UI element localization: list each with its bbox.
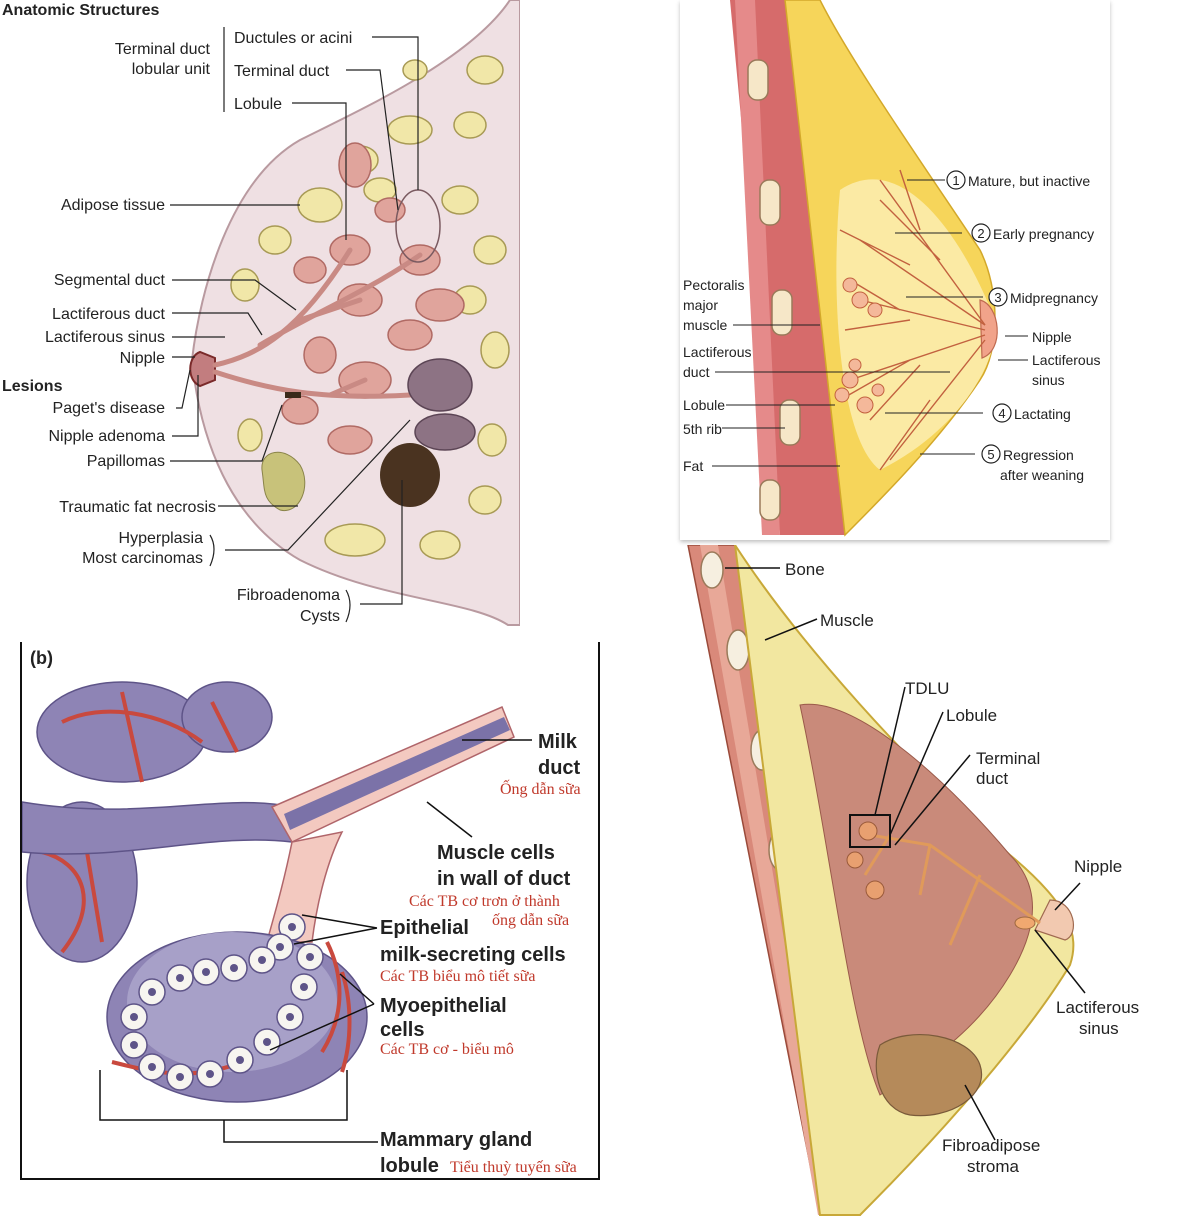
label-myo-1: Myoepithelial	[380, 995, 507, 1017]
label-terminal-duct: Terminal duct	[234, 63, 330, 80]
stage-3-number: 3	[994, 290, 1001, 305]
label-adipose: Adipose tissue	[61, 197, 165, 214]
anatomic-diagram: Anatomic Structures Terminal duct lobula…	[2, 0, 520, 626]
label-terminal-1: Terminal	[976, 749, 1040, 768]
label-pectoralis-1: Pectoralis	[683, 277, 744, 293]
label-lobule-br: Lobule	[946, 706, 997, 725]
label-hyperplasia: Hyperplasia	[119, 530, 204, 547]
label-stroma-2: stroma	[967, 1157, 1020, 1176]
panel-b-mammary-lobule: (b) Milk duct Ống dẫn sữa Muscle cells i…	[20, 642, 600, 1180]
stage-1-number: 1	[952, 173, 959, 188]
label-lobule-tr: Lobule	[683, 397, 725, 413]
label-nipple-adenoma: Nipple adenoma	[48, 428, 165, 445]
label-muscle-br: Muscle	[820, 611, 874, 630]
label-sinus-tr-2: sinus	[1032, 372, 1065, 388]
stage-1-label: Mature, but inactive	[968, 173, 1090, 189]
label-lobule-2: lobule	[380, 1155, 439, 1177]
lobule-diagram: (b) Milk duct Ống dẫn sữa Muscle cells i…	[22, 648, 581, 1177]
label-epithelial-2: milk-secreting cells	[380, 944, 566, 966]
panel-breast-section: Bone Muscle TDLU Lobule Terminal duct Ni…	[680, 545, 1180, 1220]
tdlu-label-line2: lobular unit	[132, 61, 211, 78]
development-diagram: 1 2 3 4 5 Mature, but inactive Early pre…	[680, 0, 1110, 540]
label-epithelial-1: Epithelial	[380, 917, 469, 939]
label-terminal-2: duct	[976, 769, 1008, 788]
label-nipple-tr: Nipple	[1032, 329, 1072, 345]
label-stroma-1: Fibroadipose	[942, 1136, 1040, 1155]
stage-5-label-line2: after weaning	[1000, 467, 1084, 483]
label-sinus-tr-1: Lactiferous	[1032, 352, 1100, 368]
label-5th-rib: 5th rib	[683, 421, 722, 437]
stage-2-label: Early pregnancy	[993, 226, 1094, 242]
label-lobule: Lobule	[234, 96, 282, 113]
stage-4-number: 4	[998, 406, 1005, 421]
stage-2-number: 2	[977, 226, 984, 241]
label-fibroadenoma: Fibroadenoma	[237, 587, 340, 604]
label-fat: Fat	[683, 458, 703, 474]
label-lobule-vi: Tiểu thuỳ tuyến sữa	[450, 1159, 577, 1176]
label-milk-duct-2: duct	[538, 757, 581, 779]
section-diagram: Bone Muscle TDLU Lobule Terminal duct Ni…	[687, 545, 1139, 1216]
label-pectoralis-3: muscle	[683, 317, 728, 333]
label-carcinomas: Most carcinomas	[82, 550, 203, 567]
label-muscle-vi-1: Các TB cơ trơn ở thành	[409, 893, 560, 910]
label-myo-2: cells	[380, 1019, 424, 1041]
panel-a-title: Anatomic Structures	[2, 2, 159, 19]
panel-b-tag: (b)	[30, 648, 53, 668]
label-fat-necrosis: Traumatic fat necrosis	[59, 499, 216, 516]
stage-5-label: Regression	[1003, 447, 1074, 463]
label-muscle-cells-1: Muscle cells	[437, 842, 555, 864]
lesions-heading: Lesions	[2, 378, 63, 395]
label-lactiferous-sinus: Lactiferous sinus	[45, 329, 165, 346]
label-sinus-br-1: Lactiferous	[1056, 998, 1139, 1017]
label-lact-duct-1: Lactiferous	[683, 344, 751, 360]
label-lactiferous-duct: Lactiferous duct	[52, 306, 166, 323]
stage-4-label: Lactating	[1014, 406, 1071, 422]
label-muscle-cells-2: in wall of duct	[437, 868, 571, 890]
label-muscle-vi-2: ống dẫn sữa	[492, 912, 569, 929]
label-nipple-br: Nipple	[1074, 857, 1122, 876]
label-lact-duct-2: duct	[683, 364, 710, 380]
label-bone: Bone	[785, 560, 825, 579]
label-tdlu: TDLU	[905, 679, 949, 698]
label-myo-vi: Các TB cơ - biểu mô	[380, 1041, 514, 1058]
label-lobule-1: Mammary gland	[380, 1129, 532, 1151]
label-pectoralis-2: major	[683, 297, 718, 313]
panel-breast-development: 1 2 3 4 5 Mature, but inactive Early pre…	[680, 0, 1110, 540]
stage-5-number: 5	[987, 447, 994, 462]
label-epithelial-vi: Các TB biểu mô tiết sữa	[380, 968, 535, 985]
label-segmental-duct: Segmental duct	[54, 272, 166, 289]
label-papillomas: Papillomas	[87, 453, 165, 470]
tdlu-label-line1: Terminal duct	[115, 41, 211, 58]
stage-3-label: Midpregnancy	[1010, 290, 1098, 306]
panel-anatomic-structures: Anatomic Structures Terminal duct lobula…	[0, 0, 520, 630]
label-sinus-br-2: sinus	[1079, 1019, 1119, 1038]
label-cysts: Cysts	[300, 608, 340, 625]
label-pagets: Paget's disease	[53, 400, 166, 417]
label-milk-duct-vi: Ống dẫn sữa	[500, 779, 581, 798]
label-nipple: Nipple	[120, 350, 165, 367]
label-ductules: Ductules or acini	[234, 30, 352, 47]
label-milk-duct-1: Milk	[538, 731, 578, 753]
